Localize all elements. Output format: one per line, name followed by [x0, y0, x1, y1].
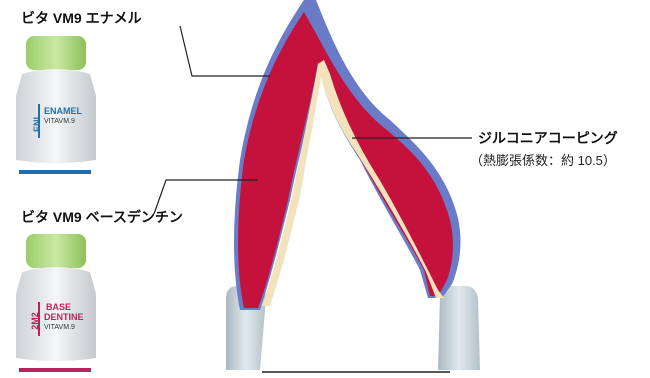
- right-abutment: [438, 286, 480, 370]
- enamel-leader-line: [180, 26, 270, 76]
